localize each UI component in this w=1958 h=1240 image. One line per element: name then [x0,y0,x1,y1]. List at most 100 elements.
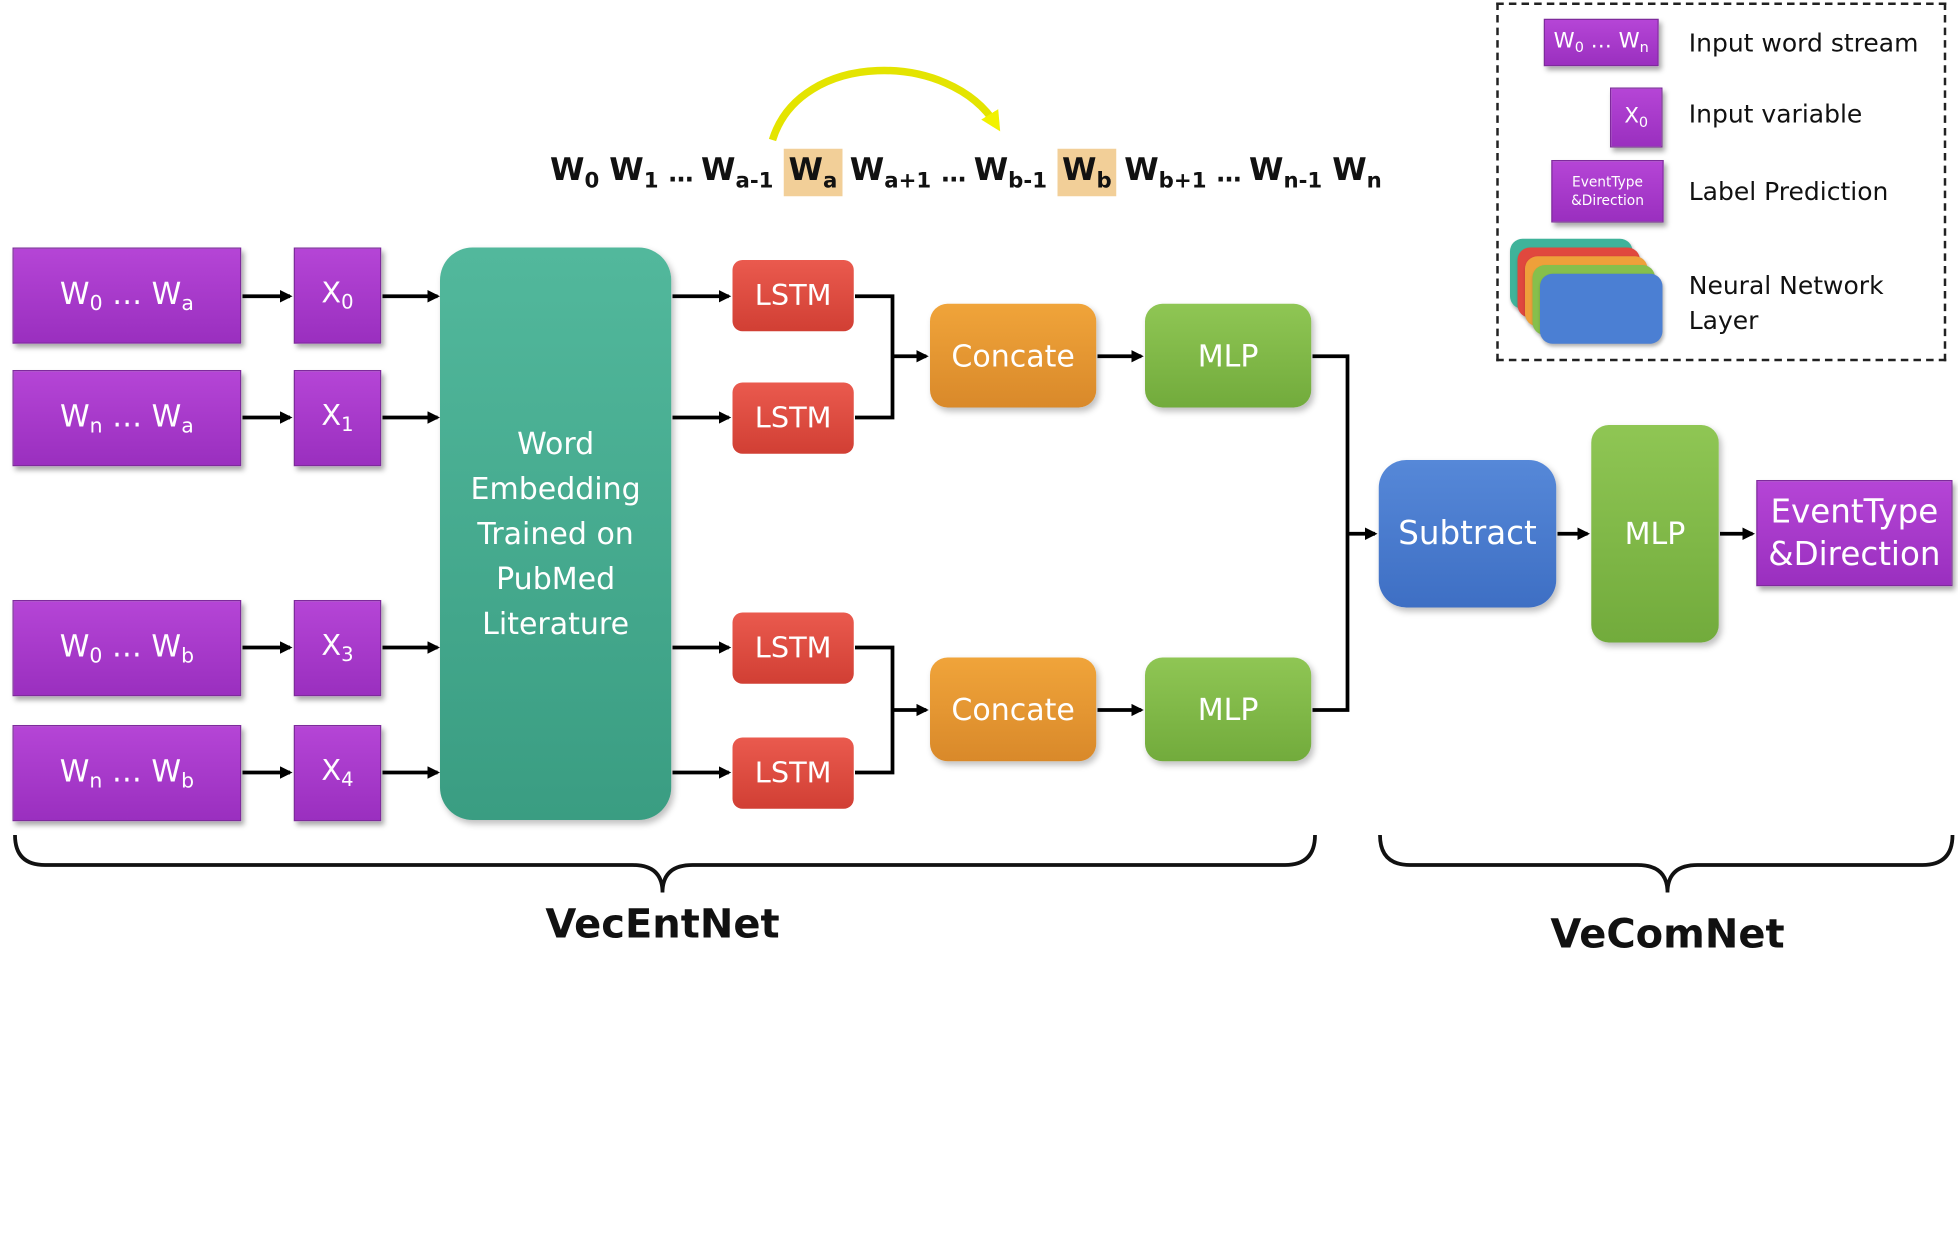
legend-sample-variable: X0 [1610,87,1663,148]
input-variable: X3 [293,600,382,697]
lstm-label: LSTM [754,631,832,665]
sequence-token: W1 [609,151,659,194]
input-end-word: Wb [151,628,195,668]
token-subscript: a+1 [884,168,932,194]
sequence-token: Wb-1 [973,151,1048,194]
legend-start-word: W0 [1553,29,1584,56]
input-variable-label: X0 [321,277,354,314]
input-variable: X1 [293,370,382,467]
word-embedding-line: Trained on [477,516,634,552]
input-word-stream: W0 … Wa [12,247,242,344]
input-start-word-sub: n [89,413,103,438]
word-embedding-line: PubMed [496,561,616,597]
token-subscript: 0 [584,168,600,194]
input-start-word: W0 [59,628,103,668]
mlp-label: MLP [1624,516,1686,552]
highlighted-token: Wa [783,148,843,197]
input-variable-label: X4 [321,755,354,792]
input-word-stream: W0 … Wb [12,600,242,697]
lstm-label: LSTM [754,756,832,790]
input-variable-label: X1 [321,400,354,437]
lstm-label: LSTM [754,279,832,312]
subtract-label: Subtract [1398,515,1537,553]
input-ellipsis: … [102,398,152,434]
token-subscript: a-1 [735,168,774,194]
input-end-word-sub: a [181,413,194,438]
subtract-layer: Subtract [1378,460,1557,608]
legend-text-label-prediction: Label Prediction [1688,176,1889,207]
legend-text-network-layer-line1: Neural Network [1688,270,1884,300]
word-embedding-line: Embedding [470,471,641,507]
input-start-word-sub: 0 [89,291,103,315]
token-subscript: n-1 [1283,168,1323,194]
input-ellipsis: … [102,276,152,312]
token-subscript: b [1096,168,1112,194]
lstm-layer: LSTM [732,382,854,454]
input-start-word: Wn [59,398,103,438]
input-end-word: Wb [151,753,195,793]
vecomnet-label: VeComNet [1550,910,1785,958]
dependency-arc-arrow [768,66,1001,142]
input-variable-label-sub: 1 [341,412,354,437]
lstm-layer: LSTM [732,612,854,684]
highlighted-token: Wb [1057,148,1117,197]
mlp-layer: MLP [1145,657,1312,762]
concat-label: Concate [951,691,1075,727]
legend-word-stream-label: W0 … Wn [1554,29,1649,56]
legend-text-network-layer-line2: Layer [1688,305,1759,335]
input-end-word: Wa [151,276,194,315]
input-word-stream: Wn … Wb [12,725,242,822]
input-end-word-sub: b [181,643,195,668]
input-variable-label-sub: 0 [341,289,354,314]
legend-start-word-sub: 0 [1574,38,1584,56]
input-word-stream: Wn … Wa [12,370,242,467]
sequence-token: … [668,157,694,188]
legend-layer-card [1540,273,1663,344]
token-subscript: n [1366,168,1382,194]
input-variable-label-sub: 4 [341,767,354,792]
input-variable-label-sub: 3 [341,642,354,667]
bracket-vecomnet [1378,834,1955,893]
input-end-word: Wa [151,398,194,438]
input-word-stream-label: W0 … Wb [60,629,194,668]
lstm-layer: LSTM [732,737,854,809]
mlp-label: MLP [1197,338,1259,374]
mlp-label: MLP [1197,691,1259,727]
input-word-stream-label: Wn … Wa [60,399,194,438]
vecentnet-label: VecEntNet [545,900,780,948]
legend: W0 … Wn Input word stream X0 Input varia… [1496,2,1947,362]
legend-variable-label: X0 [1624,104,1649,131]
connector-mlp-merge [1312,354,1350,712]
token-subscript: a [822,168,838,194]
token-subscript: b-1 [1008,168,1048,194]
concat-layer: Concate [930,303,1097,408]
legend-text-variable: Input variable [1688,98,1863,129]
legend-label-line: EventType [1572,173,1643,190]
legend-text-word-stream: Input word stream [1688,27,1919,58]
input-start-word-sub: 0 [89,643,103,668]
input-start-word-sub: n [89,768,103,793]
mlp-layer: MLP [1145,303,1312,408]
sequence-token: Wn [1332,151,1382,194]
sequence-token: Wn-1 [1248,151,1323,194]
legend-sample-label-prediction: EventType&Direction [1551,160,1664,223]
legend-sample-word-stream: W0 … Wn [1543,18,1659,67]
input-word-stream-label: Wn … Wb [60,754,194,793]
input-word-stream-label: W0 … Wa [60,276,194,315]
word-embedding-line: Word [517,426,595,462]
input-variable: X0 [293,247,382,344]
word-embedding-line: Literature [482,606,630,642]
legend-sample-network-layer-stack [1510,238,1673,352]
sequence-token: … [1216,157,1242,188]
concat-layer: Concate [930,657,1097,762]
token-subscript: b+1 [1158,168,1207,194]
legend-end-word: Wn [1618,29,1649,56]
sequence-token: W0 [550,151,600,194]
input-end-word-sub: a [181,291,194,315]
label-prediction-output: EventType&Direction [1756,480,1953,587]
input-ellipsis: … [102,753,152,789]
sequence-token: Wa+1 [849,151,932,194]
concat-label: Concate [951,338,1075,374]
